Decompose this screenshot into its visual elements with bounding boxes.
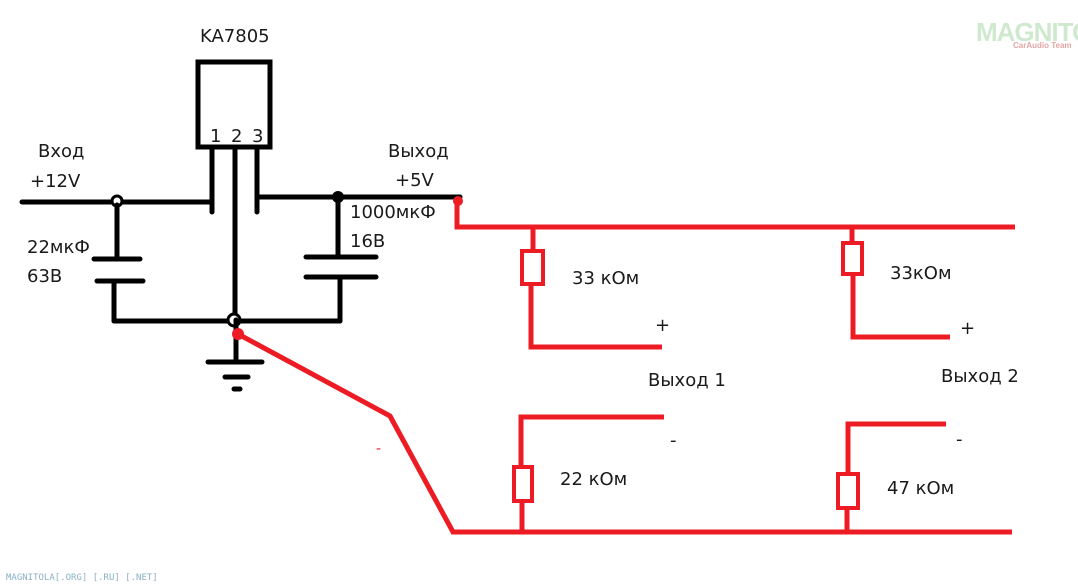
c2-value: 1000мкФ — [350, 202, 436, 223]
output-2-minus: - — [956, 429, 963, 450]
output-voltage: +5V — [395, 170, 435, 191]
resistor-r2 — [841, 241, 864, 276]
pin-1-label: 1 — [210, 126, 221, 147]
c2-voltage: 16В — [350, 231, 385, 252]
plus-rail — [454, 201, 1015, 230]
pin-2-label: 2 — [231, 126, 242, 147]
output-label: Выход — [388, 141, 449, 162]
resistor-r1 — [520, 249, 545, 286]
ground-return-rail — [236, 331, 1012, 535]
output-2-plus: + — [960, 318, 975, 339]
watermark-tagline: CarAudio Team — [1013, 41, 1072, 50]
output-1-plus: + — [655, 315, 670, 336]
watermark-logo: MAGNITOLA — [976, 17, 1078, 47]
output-1-label: Выход 1 — [648, 370, 726, 391]
watermark-footer: MAGNITOLA[.ORG] [.RU] [.NET] — [6, 573, 158, 583]
input-voltage: +12V — [30, 171, 81, 192]
r3-output-wire — [518, 414, 664, 467]
regulator-label: KA7805 — [200, 26, 270, 47]
c1-value: 22мкФ — [27, 237, 90, 258]
r2-value: 33кОм — [890, 263, 952, 284]
output-2-label: Выход 2 — [941, 366, 1019, 387]
r4-value: 47 кОм — [887, 478, 954, 499]
r2-output-wire — [850, 274, 950, 340]
output-1-minus: - — [670, 430, 677, 451]
resistor-r4 — [836, 472, 860, 510]
r3-value: 22 кОм — [560, 469, 627, 490]
input-label: Вход — [38, 141, 84, 162]
ground-wire-minus: - — [376, 441, 381, 457]
r1-value: 33 кОм — [572, 268, 639, 289]
c1-voltage: 63В — [27, 266, 62, 287]
resistor-r3 — [512, 465, 534, 503]
pin-3-label: 3 — [252, 126, 263, 147]
r1-output-wire — [528, 284, 662, 350]
r4-output-wire — [845, 421, 946, 474]
